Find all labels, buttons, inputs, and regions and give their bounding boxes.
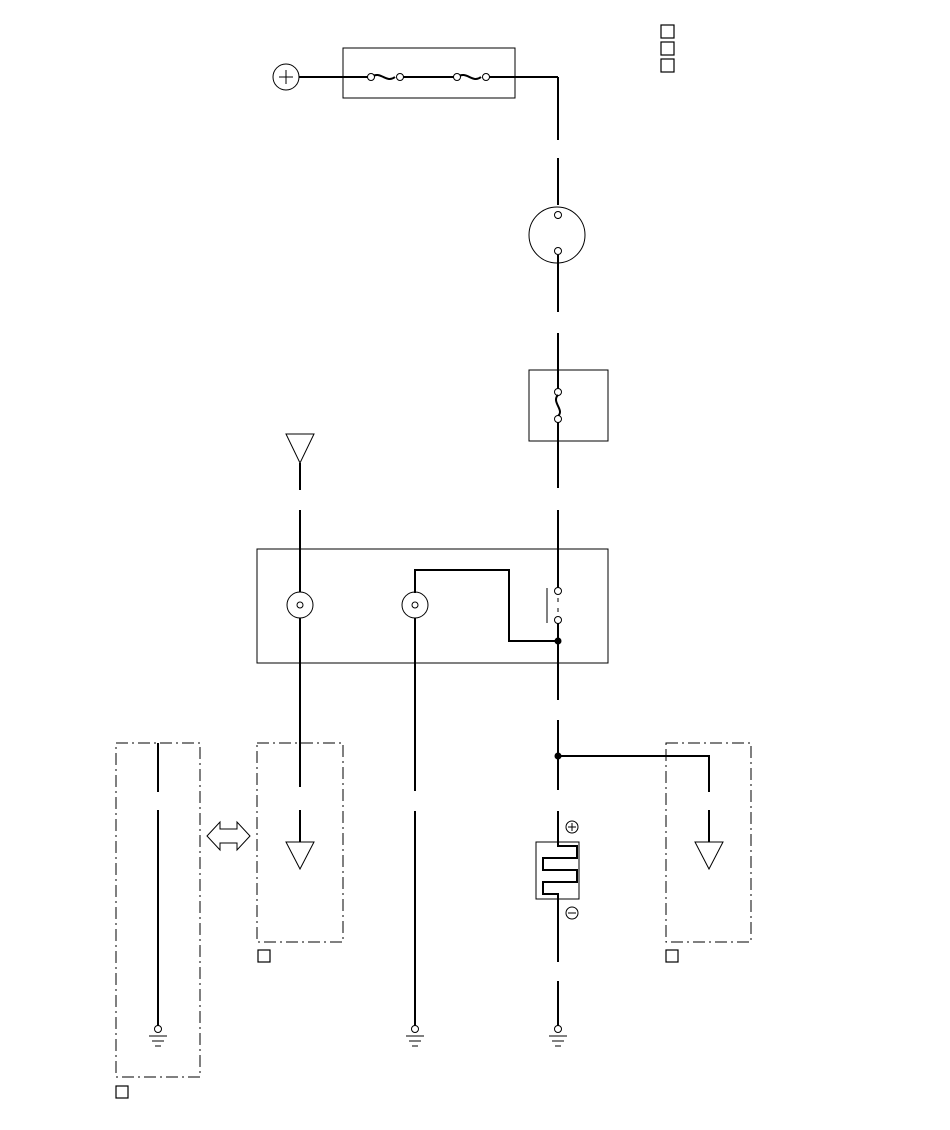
arrow-down-icon bbox=[285, 841, 315, 871]
middle-wire bbox=[406, 663, 424, 1047]
left-panel-outline bbox=[115, 742, 201, 1078]
middle-panel-outline bbox=[256, 742, 344, 943]
ground-icon bbox=[149, 1035, 167, 1047]
left-panel bbox=[115, 742, 201, 1099]
ground-icon bbox=[549, 1035, 567, 1047]
right-panel-label-box bbox=[665, 949, 679, 963]
power-source bbox=[272, 63, 300, 91]
fuse-block bbox=[299, 47, 558, 99]
main-wire-right bbox=[528, 77, 609, 589]
right-panel bbox=[665, 742, 752, 963]
minus-sign-icon bbox=[565, 906, 579, 920]
right-lower-wire bbox=[535, 663, 724, 1047]
ground-icon bbox=[406, 1035, 424, 1047]
control-module-box bbox=[256, 548, 609, 664]
legend-square-3 bbox=[660, 58, 675, 73]
legend-square-1 bbox=[660, 24, 675, 39]
fuse-3-icon bbox=[555, 394, 561, 417]
left-panel-label-box bbox=[115, 1085, 129, 1099]
double-arrow-icon bbox=[206, 820, 251, 852]
middle-panel-label-box bbox=[257, 949, 271, 963]
middle-panel bbox=[256, 742, 344, 963]
fuse-block-box bbox=[342, 47, 516, 99]
plus-sign-icon bbox=[565, 820, 579, 834]
arrow-down-icon bbox=[285, 433, 315, 465]
heating-coil-icon bbox=[542, 842, 578, 899]
right-panel-outline bbox=[665, 742, 752, 943]
legend-squares bbox=[660, 24, 675, 73]
left-wire bbox=[285, 433, 315, 871]
arrow-down-icon bbox=[694, 841, 724, 871]
control-module bbox=[256, 548, 609, 664]
legend-square-2 bbox=[660, 41, 675, 56]
fuse-box-2 bbox=[528, 369, 609, 442]
